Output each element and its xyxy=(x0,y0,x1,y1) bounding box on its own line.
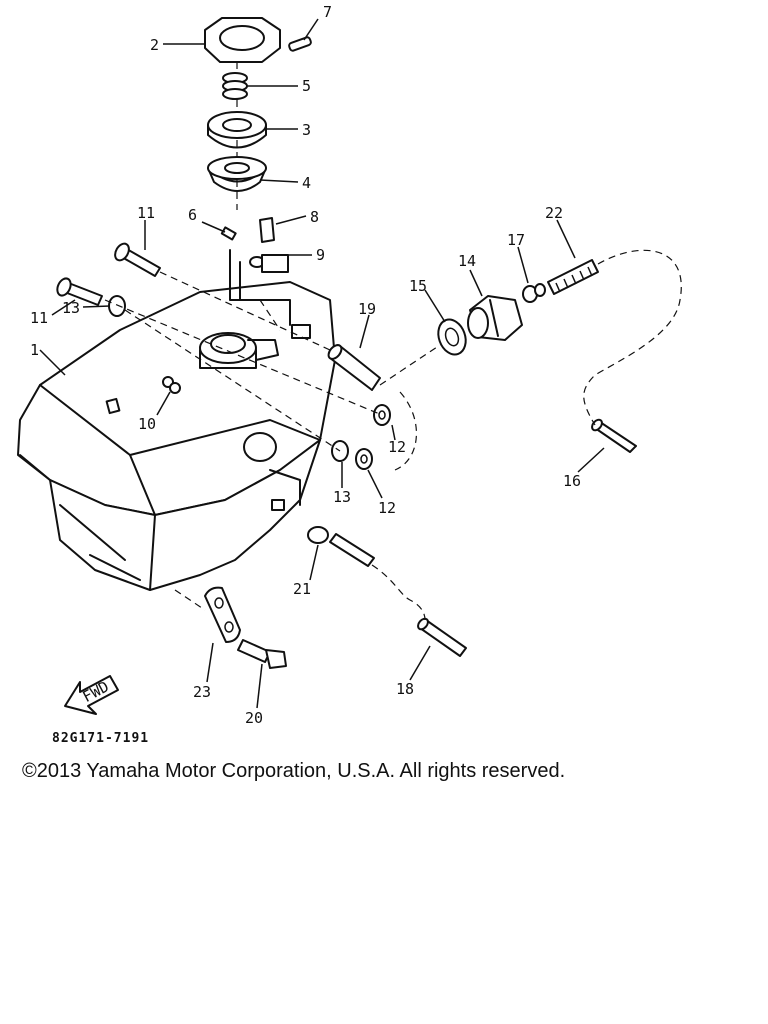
part-2-fuel-cap xyxy=(204,17,281,63)
callout-8: 8 xyxy=(310,208,319,226)
callout-13-lower: 13 xyxy=(333,488,351,506)
callout-19: 19 xyxy=(358,300,376,318)
leader-lines xyxy=(39,18,605,709)
part-20-bolt xyxy=(237,639,287,669)
callout-12-lower: 12 xyxy=(378,499,396,517)
callout-3: 3 xyxy=(302,121,311,139)
part-9-bracket xyxy=(249,254,289,273)
part-13-washer-upper xyxy=(108,295,126,317)
callout-20: 20 xyxy=(245,709,263,727)
assembly-lines xyxy=(104,62,682,621)
callout-13-upper: 13 xyxy=(62,299,80,317)
callout-18: 18 xyxy=(396,680,414,698)
part-4-gasket xyxy=(207,156,267,192)
part-15-o-ring xyxy=(437,318,467,356)
callout-11-upper: 11 xyxy=(137,204,155,222)
part-11-bolt-upper xyxy=(114,242,161,277)
exploded-view-drawing: FWD 2 7 5 3 4 6 8 9 11 11 13 1 10 12 13 … xyxy=(17,3,682,727)
callout-1: 1 xyxy=(30,341,39,359)
part-16-hose xyxy=(591,418,637,453)
part-8-clip xyxy=(259,217,275,243)
callout-6: 6 xyxy=(188,206,197,224)
callout-14: 14 xyxy=(458,252,476,270)
callout-10: 10 xyxy=(138,415,156,433)
part-14-fuel-cock xyxy=(467,295,523,341)
callout-16: 16 xyxy=(563,472,581,490)
part-17-clip xyxy=(522,283,546,303)
part-6-bolt xyxy=(220,226,237,241)
callout-labels: 2 7 5 3 4 6 8 9 11 11 13 1 10 12 13 12 1… xyxy=(30,3,581,727)
part-7-pin xyxy=(288,36,312,52)
forward-arrow-icon: FWD xyxy=(64,675,119,715)
part-12-grommet-lower xyxy=(355,448,373,470)
part-5-spring xyxy=(222,72,248,100)
part-21-clamp xyxy=(307,526,375,567)
part-12-grommet-upper xyxy=(373,404,391,426)
callout-21: 21 xyxy=(293,580,311,598)
callout-9: 9 xyxy=(316,246,325,264)
callout-15: 15 xyxy=(409,277,427,295)
callout-23: 23 xyxy=(193,683,211,701)
callout-5: 5 xyxy=(302,77,311,95)
part-10-nut xyxy=(169,382,181,394)
callout-11-lower: 11 xyxy=(30,309,48,327)
part-11-bolt-lower xyxy=(56,277,103,306)
part-18-hose xyxy=(417,617,467,657)
callout-7: 7 xyxy=(323,3,332,21)
callout-2: 2 xyxy=(150,36,159,54)
part-22-strainer xyxy=(547,259,599,295)
part-1-fuel-tank xyxy=(17,249,336,591)
copyright-notice: ©2013 Yamaha Motor Corporation, U.S.A. A… xyxy=(22,760,566,782)
callout-22: 22 xyxy=(545,204,563,222)
part-19-hose xyxy=(327,344,381,391)
part-23-bracket xyxy=(204,586,241,643)
callout-17: 17 xyxy=(507,231,525,249)
drawing-code: 82G171-7191 xyxy=(52,731,150,746)
callout-4: 4 xyxy=(302,174,311,192)
callout-12-upper: 12 xyxy=(388,438,406,456)
part-3-seal xyxy=(207,111,267,149)
